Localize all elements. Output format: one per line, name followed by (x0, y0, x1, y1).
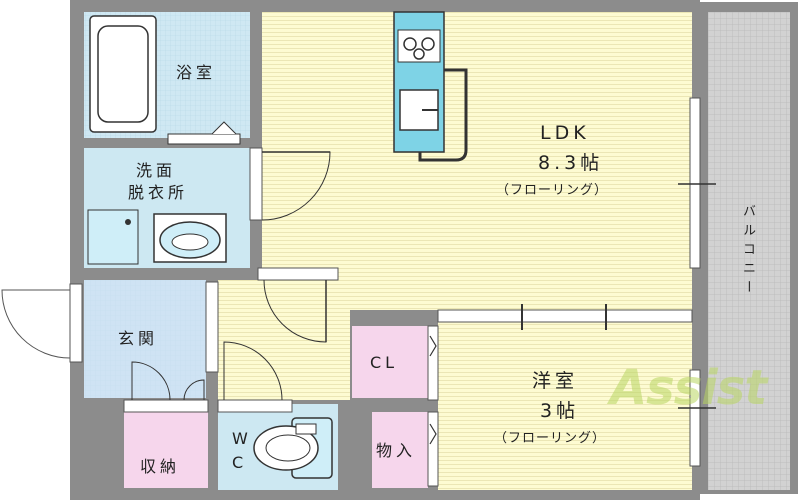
ldk-floor (262, 12, 692, 310)
bathtub-inner (97, 25, 149, 123)
ldk-western-wall (437, 309, 693, 323)
washroom-door-swing (261, 151, 331, 221)
label-balcony: バルコニー (740, 204, 755, 299)
label-entrance: 玄関 (118, 329, 159, 348)
cupboard-door-mark (429, 423, 437, 445)
storage-door-swing-right (183, 379, 205, 401)
western-room-floor (438, 322, 692, 490)
label-western-floor: （フローリング） (494, 431, 607, 446)
ldk-window (689, 97, 701, 269)
washing-machine-pan (87, 209, 139, 265)
cupboard-door (427, 411, 439, 487)
label-closet: CL (370, 353, 399, 372)
cupboard-floor (372, 412, 428, 488)
label-western-size: 3帖 (540, 400, 580, 422)
label-bathroom: 浴室 (176, 63, 217, 82)
label-western-name: 洋室 (532, 370, 579, 392)
washroom-door-jamb (249, 147, 263, 221)
burner-left (403, 37, 417, 51)
label-storage: 収納 (140, 457, 181, 476)
kitchen-counter-curve (418, 68, 468, 162)
storage-door-jamb (123, 399, 209, 413)
entrance-side-jamb (205, 281, 219, 373)
corridor-door-swing (263, 279, 327, 343)
toilet-controls (295, 423, 317, 435)
bath-door-hinge (211, 121, 237, 135)
label-toilet-line1: W (232, 429, 252, 448)
label-washroom-line1: 洗面 (136, 161, 177, 180)
label-toilet-line2: C (232, 453, 248, 472)
balcony-grid (708, 12, 790, 490)
label-ldk-name: LDK (540, 122, 590, 144)
label-washroom-line2: 脱衣所 (128, 183, 189, 202)
burner-right (421, 37, 435, 51)
closet-door (427, 325, 439, 401)
toilet-seat (265, 434, 311, 462)
wash-basin-inner (171, 233, 209, 251)
burner-center (413, 48, 425, 60)
watermark-logo: Assist (610, 360, 767, 416)
entrance-door-swing (1, 289, 71, 359)
entrance-floor-overlay (84, 280, 206, 398)
label-cupboard: 物入 (376, 441, 417, 460)
closet-floor (352, 326, 428, 398)
closet-door-mark (429, 335, 437, 357)
western-window (689, 369, 701, 467)
drain-dot (125, 219, 131, 225)
wc-door-jamb (217, 399, 293, 413)
storage-floor (124, 412, 208, 488)
entrance-door-jamb (69, 283, 83, 363)
corridor-door-jamb (257, 267, 339, 281)
wc-door-swing (223, 341, 283, 401)
storage-door-swing-left (131, 361, 171, 401)
bath-door (167, 133, 241, 145)
label-ldk-floor: （フローリング） (496, 183, 609, 198)
label-ldk-size: 8.3帖 (538, 152, 604, 174)
